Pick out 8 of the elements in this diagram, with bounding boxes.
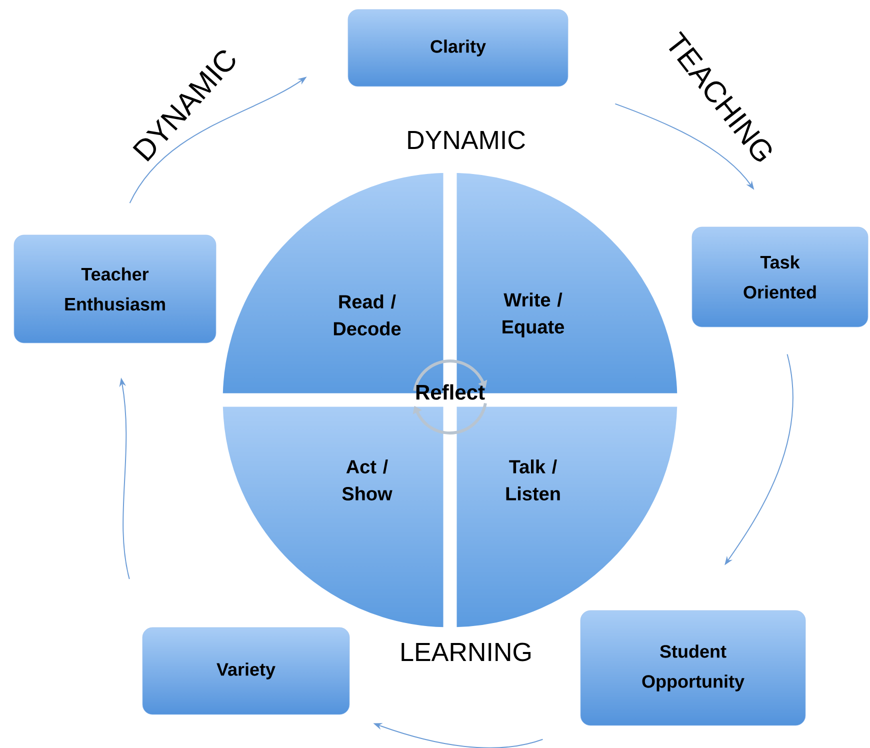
rounded-box: Task Oriented: [692, 226, 868, 328]
rounded-box: Teacher Enthusiasm: [14, 234, 216, 344]
text-label: LEARNING: [402, 642, 531, 662]
rounded-box: Clarity: [348, 9, 568, 87]
text-label: DYNAMIC: [408, 130, 525, 150]
quadrant-segment: Talk / Listen: [455, 405, 679, 629]
rounded-box: Student Opportunity: [580, 610, 806, 726]
rounded-box: Variety: [142, 627, 350, 715]
